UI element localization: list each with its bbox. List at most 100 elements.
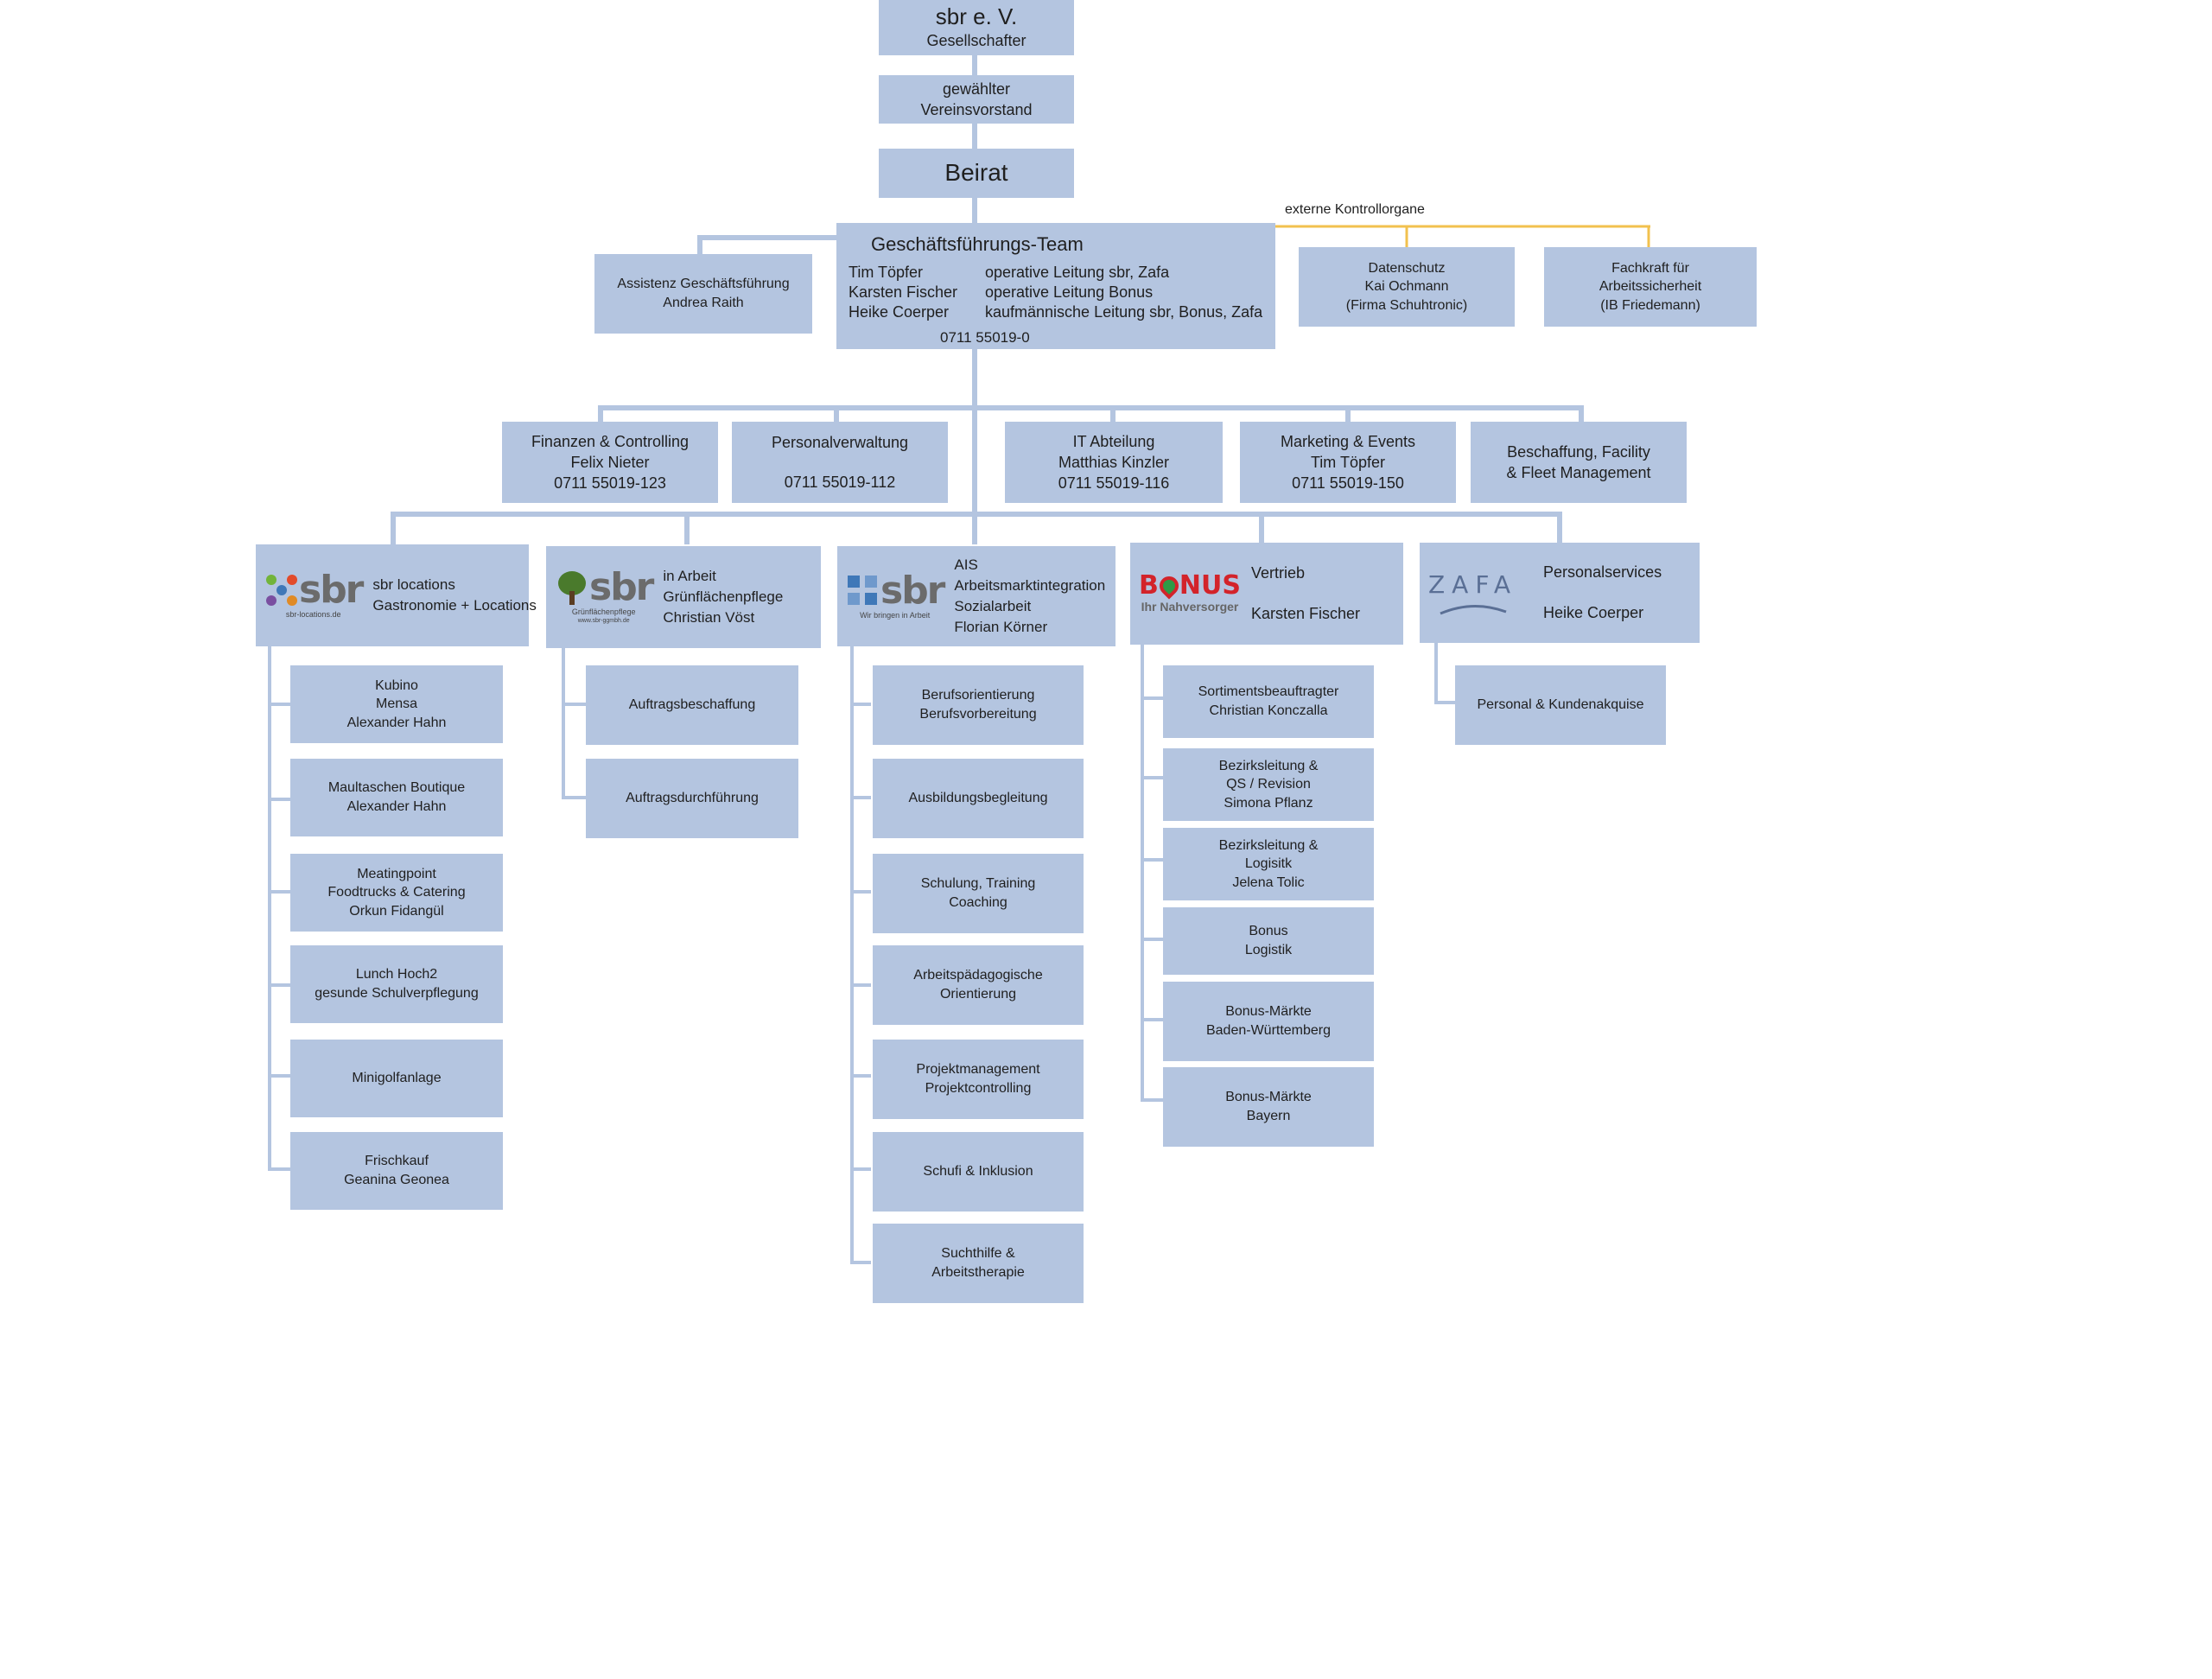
sub-box-line: Coaching [949,895,1007,910]
gf-member-name: Karsten Fischer [849,283,958,302]
zafa-logo: ZAFA [1428,569,1517,617]
sub-box-line: Projektmanagement [916,1062,1040,1078]
sbr-ais-logo: sbr Wir bringen in Arbeit [846,568,945,620]
dept-finanzen: Finanzen & Controlling Felix Nieter 0711… [502,422,718,503]
fachkraft-line-3: (IB Friedemann) [1600,297,1700,313]
ais-sub-box: Schufi & Inklusion [873,1132,1084,1212]
sub-box-line: Berufsvorbereitung [919,707,1037,722]
sub-box-line: Logistik [1244,943,1293,957]
sbr-gruen-logo: sbr Grünflächenpflege www.sbr-ggmbh.de [555,565,654,626]
sbr-logo-word: sbr [589,565,654,610]
dept-label: Finanzen & Controlling [531,432,690,450]
unit-text: AIS Arbeitsmarktintegration Sozialarbeit… [954,555,1105,637]
puzzle-icon [848,575,877,605]
location-pin-icon [1155,571,1183,600]
unit-line: Karsten Fischer [1250,605,1360,622]
sub-box-line: Bonus-Märkte [1225,1090,1312,1105]
sbr-ev-sub: Gesellschafter [926,31,1027,49]
unit-line: Sozialarbeit [954,598,1032,614]
assistenz-line-1: Assistenz Geschäftsführung [617,277,790,292]
gf-member-role: kaufmännische Leitung sbr, Bonus, Zafa [985,303,1263,321]
datenschutz-line-1: Datenschutz [1368,260,1446,276]
locations-sub-box: Minigolfanlage [290,1040,503,1117]
dept-phone: 0711 55019-112 [784,474,896,491]
vorstand-line-2: Vereinsvorstand [920,101,1033,118]
unit-text: Vertrieb Karsten Fischer [1251,563,1360,625]
sbr-logo-sub: Grünflächenpflege [571,607,636,617]
gf-member-name: Tim Töpfer [849,263,924,281]
unit-text: in Arbeit Grünflächenpflege Christian Vö… [663,566,783,627]
dept-marketing: Marketing & Events Tim Töpfer 0711 55019… [1240,422,1456,503]
dept-beschaffung: Beschaffung, Facility & Fleet Management [1471,422,1687,503]
sub-box-line: Lunch Hoch2 [355,967,438,983]
unit-line: in Arbeit [663,568,716,585]
gf-title: Geschäftsführungs-Team [871,233,1084,255]
unit-sbr-locations: sbr sbr-locations.de sbr locations Gastr… [256,544,537,646]
beirat-title: Beirat [944,159,1008,187]
dept-label-2: & Fleet Management [1506,464,1651,481]
sub-box-line: Schufi & Inklusion [923,1164,1033,1180]
sbr-logo-word: sbr [880,568,945,613]
sub-box-line: Alexander Hahn [346,715,447,730]
datenschutz-line-3: (Firma Schuhtronic) [1345,297,1468,313]
zafa-sub-box: Personal & Kundenakquise [1455,665,1666,745]
beirat-box: Beirat [879,149,1074,198]
gf-member-role: operative Leitung sbr, Zafa [985,263,1170,281]
dept-label: IT Abteilung [1072,432,1155,450]
sbr-logo-sub: sbr-locations.de [285,609,341,619]
dept-personalverwaltung: Personalverwaltung 0711 55019-112 [732,422,948,503]
sub-box-line: Mensa [375,696,418,712]
sub-box-line: Minigolfanlage [352,1071,442,1086]
ais-sub-box: Ausbildungsbegleitung [873,759,1084,838]
sub-box-line: Auftragsbeschaffung [628,697,756,713]
vorstand-line-1: gewählter [942,79,1011,98]
sub-box-line: Meatingpoint [357,866,436,881]
dept-label: Personalverwaltung [771,433,909,451]
unit-zafa: ZAFA Personalservices Heike Coerper [1420,543,1700,643]
bonus-logo-b: B [1139,569,1159,601]
bonus-logo-rest: NUS [1179,569,1241,601]
sub-box-line: Bezirksleitung & [1218,758,1319,773]
sub-box-line: Ausbildungsbegleitung [908,791,1048,806]
sub-box-line: Berufsorientierung [921,688,1035,703]
fachkraft-box: Fachkraft für Arbeitssicherheit (IB Frie… [1544,247,1757,327]
sub-box-line: Schulung, Training [920,876,1036,892]
sub-box-line: Geanina Geonea [344,1173,449,1187]
fachkraft-line-1: Fachkraft für [1611,260,1689,276]
sbr-ev-title: sbr e. V. [935,3,1018,29]
sub-box-line: Orientierung [939,987,1017,1002]
sbr-logo-word: sbr [299,567,364,612]
unit-line: Arbeitsmarktintegration [954,577,1106,595]
swoosh-icon [1439,604,1507,615]
sub-box-line: Bezirksleitung & [1218,837,1319,853]
dept-person: Matthias Kinzler [1058,453,1170,471]
sub-box-line: QS / Revision [1226,777,1311,792]
dept-person: Felix Nieter [570,453,650,471]
unit-line: Personalservices [1543,563,1662,581]
vorstand-box: gewählter Vereinsvorstand [879,75,1074,124]
datenschutz-box: Datenschutz Kai Ochmann (Firma Schuhtron… [1299,247,1515,327]
dept-it: IT Abteilung Matthias Kinzler 0711 55019… [1005,422,1223,503]
sub-box-line: Frischkauf [365,1154,429,1169]
unit-line: Florian Körner [954,618,1048,635]
sub-box-line: Arbeitstherapie [931,1265,1025,1280]
sbr-logo-url: www.sbr-ggmbh.de [577,618,630,625]
gf-phone: 0711 55019-0 [940,328,1030,346]
sub-box-line: Alexander Hahn [346,799,447,814]
assistenz-line-2: Andrea Raith [663,296,744,310]
dept-label: Marketing & Events [1280,432,1416,450]
sbr-locations-logo: sbr sbr-locations.de [264,567,364,620]
unit-line: Vertrieb [1250,563,1305,582]
